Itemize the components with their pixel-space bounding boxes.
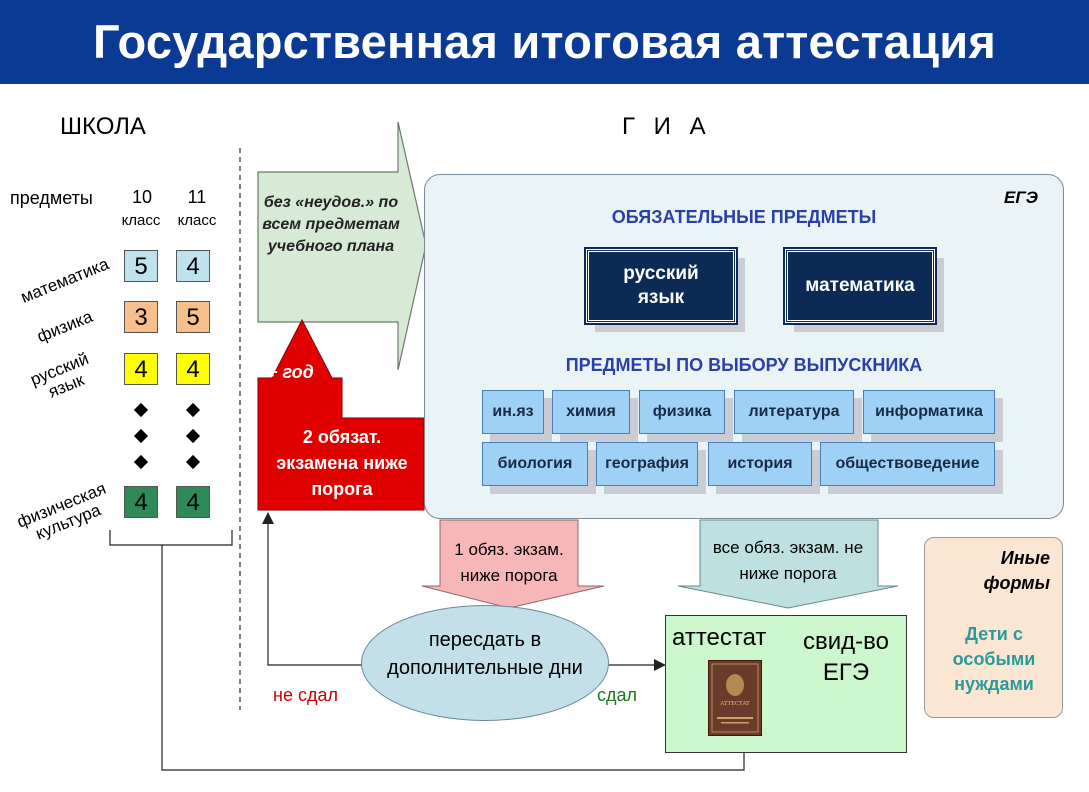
subjects-label: предметы [10,188,93,208]
certificate-document-title: АТТЕСТАТ [720,701,750,707]
ege-certificate-label: свид-во ЕГЭ [803,628,889,686]
elective-literature: литература [734,390,854,434]
gia-heading: Г И А [622,113,712,140]
grade-pe-10: 4 [124,486,158,518]
other-forms-title: Иные формы [983,548,1050,593]
grade11-number: 11 [187,187,207,207]
retake-ellipse [361,605,609,721]
elective-physics: физика [639,390,725,434]
grades-bracket [109,530,233,546]
elective-history: история [708,442,812,486]
grade-russian-11: 4 [176,353,210,385]
school-to-certificate-line [161,545,745,771]
certificate-box [665,615,907,753]
elective-foreign-lang: ин.яз [482,390,544,434]
two-exams-fail-text: 2 обязат. экзамена ниже порога [276,427,408,499]
grade-math-11: 4 [176,250,210,282]
elective-biology: биология [482,442,588,486]
elective-chemistry: химия [552,390,630,434]
grade-pe-11: 4 [176,486,210,518]
mandatory-heading: ОБЯЗАТЕЛЬНЫЕ ПРЕДМЕТЫ [611,207,877,227]
pass-all-text: все обяз. экзам. не ниже порога [712,538,864,583]
elective-informatics: информатика [863,390,995,434]
title-banner [0,0,1089,84]
grade-math-10: 5 [124,250,158,282]
mandatory-math: математика [783,247,937,325]
not-passed-line [267,520,362,666]
mandatory-russian: русский язык [584,247,738,325]
fail-one-text: 1 обяз. экзам. ниже порога [454,540,564,585]
page-title: Государственная итоговая аттестация [93,15,996,68]
requirements-text: без «неудов.» по всем предметам учебного… [262,194,400,255]
elective-social-studies: обществоведение [820,442,995,486]
ege-label: ЕГЭ [1004,188,1038,207]
not-passed-label: не сдал [273,685,338,705]
grade11-word: класс [177,212,217,229]
grade-physics-11: 5 [176,301,210,333]
grade10-number: 10 [131,187,153,207]
grade-russian-10: 4 [124,353,158,385]
retake-text: пересдать в дополнительные дни [387,629,583,679]
certificate-label: аттестат [672,624,767,651]
grade10-word: класс [121,212,161,229]
special-needs-text: Дети с особыми нуждами [952,624,1036,694]
school-heading: ШКОЛА [60,113,146,140]
other-forms-box [924,537,1063,718]
elective-geography: география [596,442,698,486]
grade-physics-10: 3 [124,301,158,333]
fail-one-arrow [421,519,605,609]
passed-label: сдал [597,685,638,705]
pass-all-arrow [677,519,899,609]
plus-year-label: + год [267,362,314,382]
elective-heading: ПРЕДМЕТЫ ПО ВЫБОРУ ВЫПУСКНИКА [565,355,923,375]
requirements-arrow [257,121,427,371]
certificate-document-image: АТТЕСТАТ [708,660,762,736]
